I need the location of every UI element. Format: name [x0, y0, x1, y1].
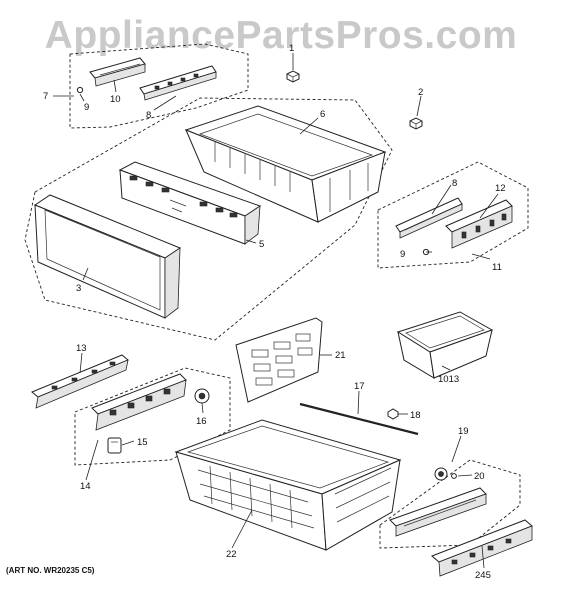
callout-15: 15 [137, 437, 148, 448]
callout-1: 1 [289, 43, 294, 54]
group-outline-right-slide [379, 459, 521, 549]
callout-14: 14 [80, 481, 91, 492]
callout-13: 13 [76, 343, 87, 354]
roller-part-16 [194, 388, 210, 404]
callout-8-top: 8 [146, 110, 151, 121]
rail-cover-part-10 [89, 57, 146, 87]
callout-7: 7 [43, 91, 48, 102]
callout-16: 16 [196, 416, 207, 427]
callout-17: 17 [354, 381, 365, 392]
clip-part-15 [107, 437, 122, 454]
rail-part-8-top [139, 65, 217, 101]
callout-9-top: 9 [84, 102, 89, 113]
callout-1013: 1013 [438, 374, 459, 385]
slide-rail-part-13 [31, 354, 129, 409]
callout-10: 10 [110, 94, 121, 105]
drawer-frame-part-5 [118, 161, 262, 245]
callout-5: 5 [259, 239, 264, 250]
callout-11: 11 [492, 262, 502, 273]
callout-12: 12 [495, 183, 506, 194]
group-outline-top-rail [69, 43, 249, 129]
art-number-label: (ART NO. WR20235 C5) [6, 566, 95, 575]
basket-part-22 [174, 419, 402, 551]
rail-part-8-right [395, 197, 463, 239]
group-outline-right-rail [377, 161, 529, 269]
callout-6: 6 [320, 109, 325, 120]
callout-22: 22 [226, 549, 237, 560]
callout-245: 245 [475, 570, 491, 581]
callout-19: 19 [458, 426, 469, 437]
callout-9-right: 9 [400, 249, 405, 260]
drawer-bin-part-6 [184, 105, 387, 223]
roller-part-20 [434, 467, 457, 481]
rod-part-17 [299, 402, 419, 436]
rail-cover-part-12 [445, 199, 513, 249]
bin-part-1013 [396, 311, 494, 379]
leader-lines [53, 53, 499, 569]
callout-21: 21 [335, 350, 346, 361]
screw-part-2 [409, 117, 423, 130]
screw-part-9-top [76, 86, 84, 94]
screw-part-1 [286, 70, 300, 83]
slide-assembly-part-14 [91, 373, 187, 431]
group-outline-left-slide [74, 367, 231, 466]
screw-part-18 [387, 408, 399, 420]
callout-20: 20 [474, 471, 485, 482]
drawer-front-part-3 [33, 194, 182, 319]
slide-rail-part-19 [389, 487, 487, 537]
slide-cover-part-245 [431, 519, 533, 577]
callout-8-right: 8 [452, 178, 457, 189]
callout-3: 3 [76, 283, 81, 294]
callout-2: 2 [418, 87, 423, 98]
callout-18: 18 [410, 410, 421, 421]
basket-divider-part-21 [235, 317, 323, 403]
